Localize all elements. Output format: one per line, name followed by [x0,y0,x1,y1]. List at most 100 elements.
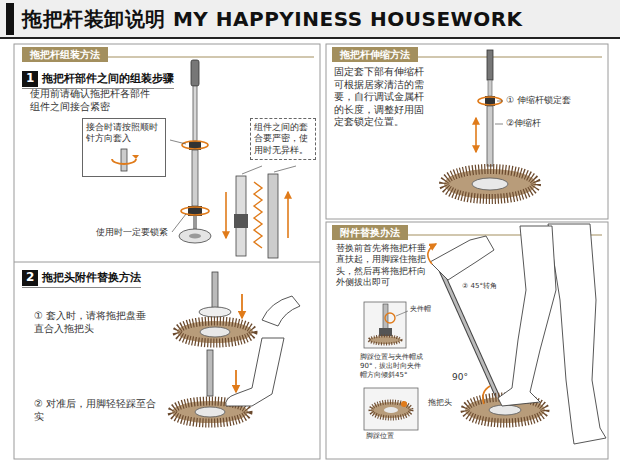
step-number: 2 [22,270,38,286]
telescopic-pole [472,178,508,190]
callout-box: 组件之间的套合要严密，使用时无异样。 [250,118,316,160]
rotate-icon [132,155,139,159]
mop-head-figure [199,307,231,317]
title-bar [0,37,620,39]
person-figure [428,224,606,444]
instruction-text: 替换前首先将拖把杆垂直扶起，用脚踩住拖把头，然后再将拖把杆向外侧拔出即可 [336,243,428,288]
mop-head-figure [200,327,230,337]
rotate-icon [104,147,144,173]
title-text: 拖把杆装卸说明 MY HAPPYINESS HOUSEWORK [22,7,523,31]
title-bar [6,3,14,35]
person-figure [430,236,494,280]
mop-pole [182,141,208,149]
part-label: 脚踩位置 [366,432,416,441]
person-figure [489,405,521,415]
detail-inset [385,313,395,323]
section-header: 拖把杆组装方法 [22,47,108,62]
telescopic-pole [478,97,502,105]
section-title: 附件替换办法 [340,226,400,239]
mop-head-figure [207,350,213,396]
part-label: ②伸缩杆 [506,118,576,129]
joint-detail [287,192,289,238]
step-heading: 拖把头附件替换方法 [42,271,141,285]
mop-pole [191,60,199,86]
step-heading-box: 1 拖把杆部件之间的组装步骤 [22,67,174,89]
callout-box: 接合时请按照顺时针方向套入 [82,118,166,177]
panel-frame [14,44,608,459]
mop-head-figure [212,272,218,308]
rotate-icon [121,149,127,171]
mop-head-figure [177,321,253,343]
detail-inset [369,336,401,344]
joint-detail [268,174,278,258]
person-figure [428,244,436,264]
instruction-text: 使用前请确认拖把杆各部件组件之间接合紧密 [30,88,152,113]
title-bar [0,0,620,39]
mop-head-figure [177,272,300,343]
joint-detail [226,174,288,258]
person-figure [548,224,606,444]
angle-label: 90° [452,372,480,383]
title-bar [0,0,620,38]
telescopic-pole [497,101,503,102]
detail-inset [364,302,406,348]
callout-text: 组件之间的套合要严密，使用时无异样。 [254,122,312,156]
mop-head-figure [241,294,243,318]
section-title: 拖把杆伸缩方法 [340,48,410,61]
step-number: 1 [22,71,38,87]
step-heading-box: 2 拖把头附件替换方法 [22,266,141,288]
leader-line [242,166,262,174]
step-text: ② 对准后，用脚轻轻踩至合实 [34,398,160,423]
step-heading: 拖把杆部件之间的组装步骤 [42,72,174,86]
mop-head-figure [235,370,237,392]
mop-pole [179,60,211,243]
note-text: 使用时一定要锁紧 [96,227,172,238]
mop-head-figure [195,407,225,417]
leader-line [172,214,186,232]
section-header: 附件替换办法 [332,225,408,240]
instruction-text: 固定套下部有伸缩杆可根据居家清洁的需要，自行调试金属杆的长度，调整好用固定套锁定… [334,66,430,129]
part-label: ① 伸缩杆锁定套 [506,95,602,106]
part-label: 拖把头 [428,398,458,408]
mop-head-figure [172,338,284,423]
mop-head-figure [262,296,300,326]
panel-frame [326,222,608,459]
mop-pole [181,207,209,215]
joint-detail [234,214,248,228]
joint-detail [254,182,262,248]
detail-inset [371,402,411,418]
note-text: 脚踩位置与夹件帽成90°，拔出时向夹件帽方向倾斜45° [360,353,426,379]
detail-inset [384,407,398,413]
section-header: 拖把杆伸缩方法 [332,47,418,62]
mop-pole [189,234,201,239]
telescopic-pole [495,124,503,125]
telescopic-pole [488,80,492,96]
telescopic-pole [475,118,477,152]
mop-pole [179,229,211,243]
angle-label: ② 45°转角 [462,282,522,291]
telescopic-pole [487,50,493,80]
panel-frame [14,262,320,263]
mop-head-figure [226,338,284,406]
part-label: 夹件帽 [410,305,450,314]
leader-line [274,166,296,172]
panel-frame [326,44,608,219]
title-holder: 拖把杆装卸说明 MY HAPPYINESS HOUSEWORK [22,6,523,33]
header-rule [22,57,602,235]
telescopic-pole [487,106,493,166]
person-figure [498,226,556,406]
callout-text: 接合时请按照顺时针方向套入 [86,122,162,145]
section-title: 拖把杆组装方法 [30,48,100,61]
detail-inset [364,388,418,430]
detail-inset [401,401,407,407]
mop-pole [192,150,198,206]
telescopic-pole [444,169,536,199]
step-text: ① 套入时，请将拖把盘垂直合入拖把头 [34,310,156,335]
mop-pole [193,216,197,230]
leader-line [170,140,186,144]
person-figure [483,386,490,404]
detail-inset [396,311,408,316]
